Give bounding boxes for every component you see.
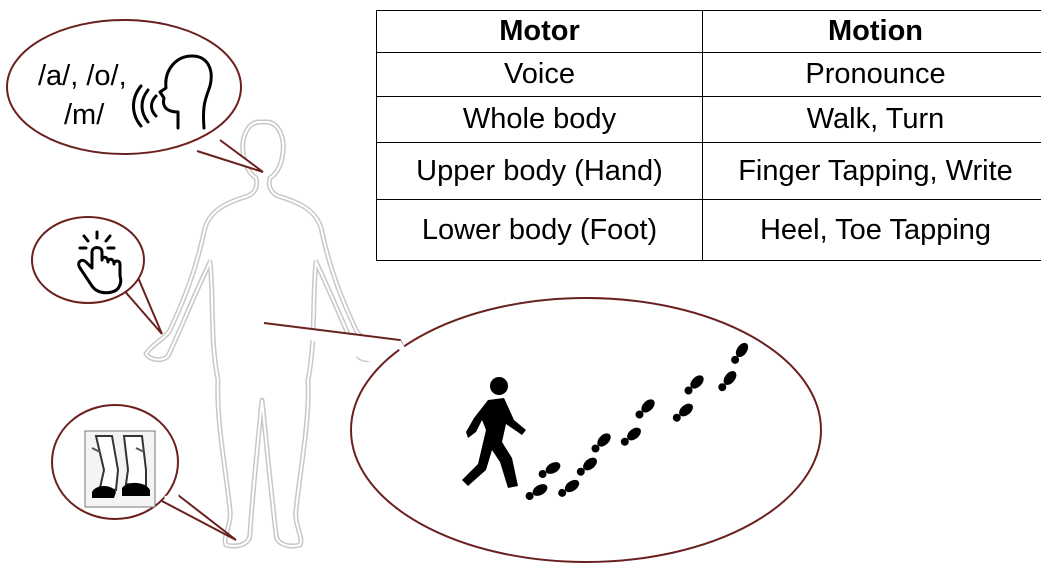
- motion-cell: Finger Tapping, Write: [703, 143, 1041, 200]
- foot-bubble: [52, 405, 236, 540]
- voice-bubble-phonemes-line1: /a/, /o/,: [38, 60, 127, 92]
- table-row: Voice Pronounce: [377, 53, 1041, 97]
- motor-cell: Upper body (Hand): [377, 143, 703, 200]
- motor-motion-table: Motor Motion Voice Pronounce Whole body …: [376, 10, 1041, 261]
- table-header-row: Motor Motion: [377, 11, 1041, 53]
- motor-cell: Voice: [377, 53, 703, 97]
- feet-tapping-icon: [85, 431, 155, 507]
- table-row: Whole body Walk, Turn: [377, 97, 1041, 143]
- motor-cell: Whole body: [377, 97, 703, 143]
- voice-bubble: /a/, /o/, /m/: [7, 20, 263, 172]
- table-row: Lower body (Foot) Heel, Toe Tapping: [377, 200, 1041, 261]
- hand-bubble: [32, 217, 162, 334]
- column-header-motion: Motion: [703, 11, 1041, 53]
- motor-cell: Lower body (Foot): [377, 200, 703, 261]
- column-header-motor: Motor: [377, 11, 703, 53]
- voice-bubble-phonemes-line2: /m/: [64, 99, 105, 131]
- motion-cell: Pronounce: [703, 53, 1041, 97]
- walk-bubble: [264, 298, 821, 562]
- motion-cell: Walk, Turn: [703, 97, 1041, 143]
- motion-cell: Heel, Toe Tapping: [703, 200, 1041, 261]
- table-row: Upper body (Hand) Finger Tapping, Write: [377, 143, 1041, 200]
